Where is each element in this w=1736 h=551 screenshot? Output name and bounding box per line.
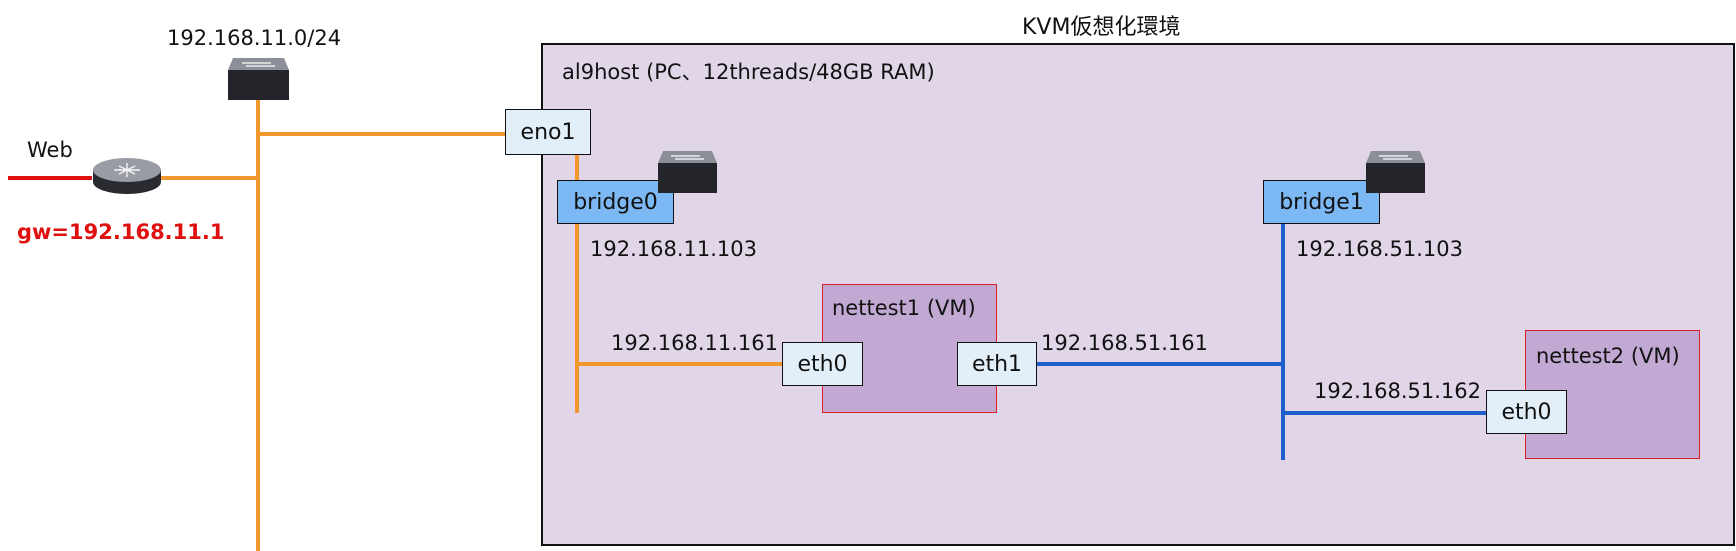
- nettest1-eth0-address: 192.168.11.161: [611, 331, 778, 355]
- bridge1-switch-icon: [1366, 151, 1425, 197]
- lan-links: [160, 98, 783, 551]
- host-box: [541, 43, 1735, 546]
- vm-nettest1-label: nettest1 (VM): [832, 296, 976, 320]
- bridge0-address: 192.168.11.103: [590, 237, 757, 261]
- lan-switch-icon: [228, 58, 289, 104]
- web-label: Web: [27, 138, 73, 162]
- kvm-environment-title: KVM仮想化環境: [1022, 15, 1181, 40]
- nettest1-eth1-interface[interactable]: eth1: [957, 342, 1037, 386]
- bridge0-switch-icon: [658, 151, 717, 197]
- gateway-label: gw=192.168.11.1: [17, 220, 225, 244]
- bridge0-interface[interactable]: bridge0: [557, 180, 674, 224]
- nettest1-eth0-interface[interactable]: eth0: [782, 342, 863, 386]
- host-label: al9host (PC、12threads/48GB RAM): [562, 60, 935, 84]
- eno1-interface[interactable]: eno1: [505, 109, 591, 155]
- bridge1-address: 192.168.51.103: [1296, 237, 1463, 261]
- lan-subnet-label: 192.168.11.0/24: [167, 26, 342, 50]
- nettest1-eth1-address: 192.168.51.161: [1041, 331, 1208, 355]
- nettest2-eth0-address: 192.168.51.162: [1314, 379, 1481, 403]
- vm-nettest2-label: nettest2 (VM): [1536, 344, 1680, 368]
- router-icon: [92, 156, 162, 200]
- bridge1-interface[interactable]: bridge1: [1263, 180, 1380, 224]
- nettest2-eth0-interface[interactable]: eth0: [1486, 390, 1567, 434]
- bridge1-links: [1037, 222, 1486, 460]
